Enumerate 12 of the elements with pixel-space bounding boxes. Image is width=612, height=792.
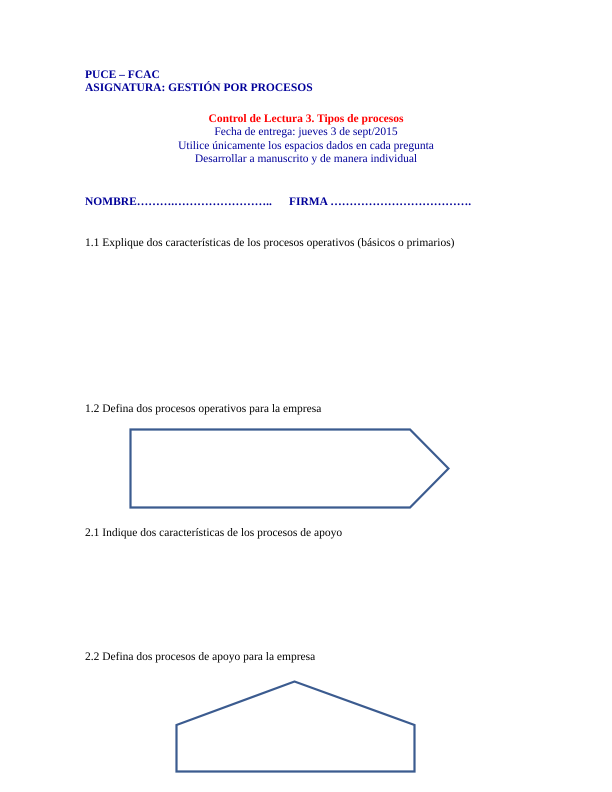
- question-text: 2.2 Defina dos procesos de apoyo para la empresa: [85, 651, 316, 664]
- instruction-text: Fecha de entrega: jueves 3 de sept/2015: [214, 126, 398, 139]
- question-text: 1.2 Defina dos procesos operativos para la empresa: [85, 403, 322, 416]
- header-text: PUCE – FCAC: [85, 69, 160, 82]
- worksheet-title: Control de Lectura 3. Tipos de procesos: [208, 113, 404, 126]
- instruction-text: Utilice únicamente los espacios dados en cada pregunta: [178, 140, 434, 153]
- header-text: ASIGNATURA: GESTIÓN POR PROCESOS: [85, 82, 313, 95]
- question-text: 1.1 Explique dos características de los procesos operativos (básicos o primarios): [85, 237, 454, 250]
- fill-in-line: NOMBRE……….……………………..: [85, 196, 272, 209]
- question-text: 2.1 Indique dos características de los procesos de apoyo: [85, 527, 342, 540]
- fill-in-line: FIRMA ……………………………….: [289, 196, 472, 209]
- instruction-text: Desarrollar a manuscrito y de manera individual: [194, 153, 418, 166]
